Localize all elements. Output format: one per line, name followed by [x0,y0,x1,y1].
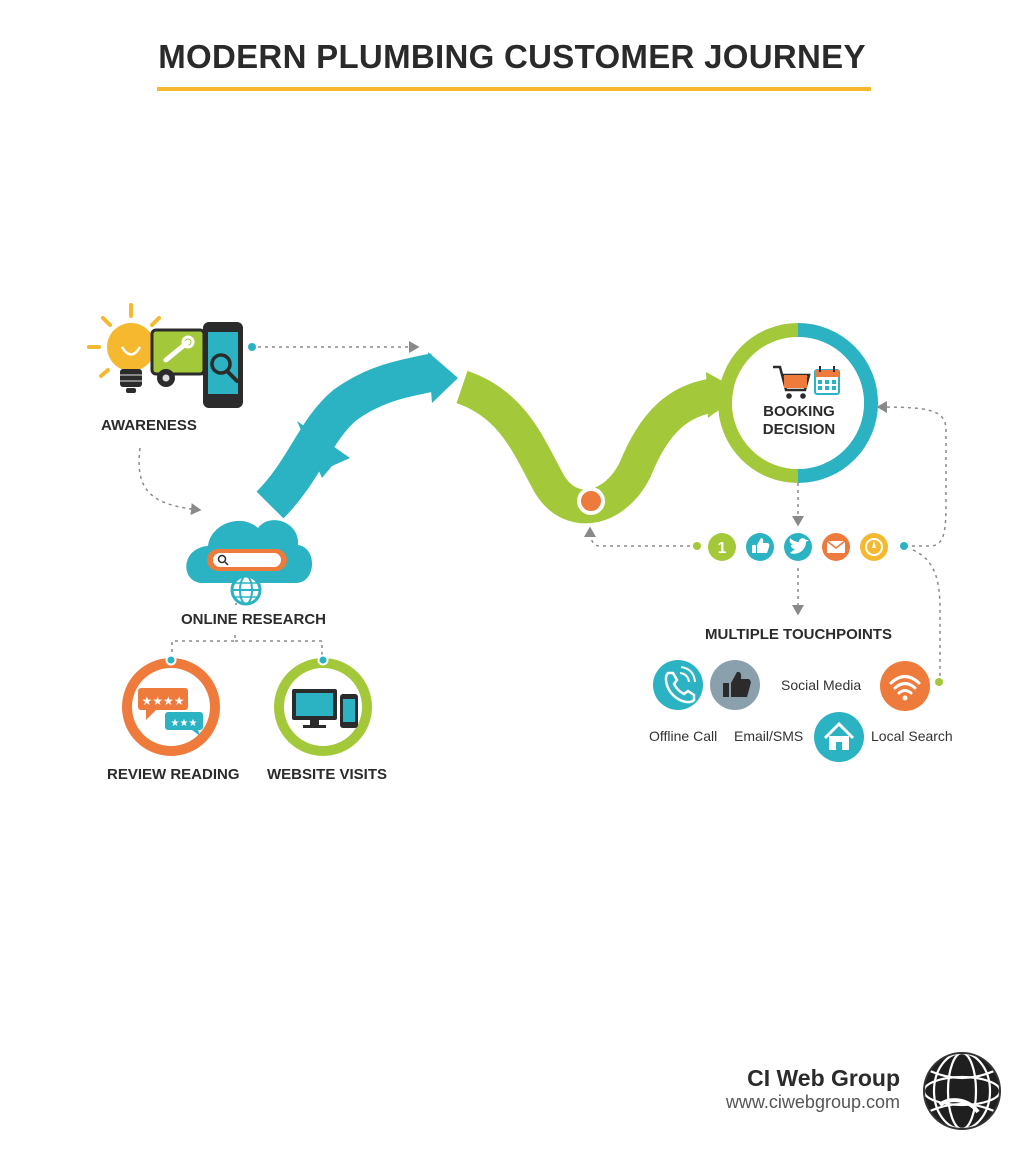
local-search-label: Local Search [871,728,953,744]
awareness-icon-group [87,303,243,408]
multiple-touchpoints-label: MULTIPLE TOUCHPOINTS [705,626,892,643]
shopping-cart-icon [773,365,811,399]
booking-decision-label: BOOKING DECISION [745,403,853,439]
twitter-bird-icon [784,533,812,561]
flow-arrow-teal [256,352,458,519]
website-visits-label: WEBSITE VISITS [267,766,388,783]
review-reading-label: REVIEW READING [107,766,240,783]
wifi-icon [880,661,930,711]
globe-logo-icon [922,1051,1002,1131]
lightbulb-icon [87,303,161,378]
website-visits-icon [274,654,372,756]
dotted-connectors [138,341,947,680]
junction-dot [577,487,605,515]
awareness-label: AWARENESS [101,417,197,434]
phone-call-icon [653,660,703,710]
svg-text:1: 1 [718,540,727,557]
page-title: MODERN PLUMBING CUSTOMER JOURNEY [158,38,866,75]
title-underline [157,87,871,91]
globe-icon [230,574,262,606]
svg-text:★★★: ★★★ [171,718,198,729]
booking-decision-label-line2: DECISION [762,421,836,438]
social-media-label: Social Media [781,677,862,693]
email-envelope-icon [822,533,850,561]
calendar-icon [814,366,840,395]
thumbs-up-icon [710,660,760,710]
thumbs-up-icon [746,533,774,561]
brand-url: www.ciwebgroup.com [725,1092,900,1112]
flow-arrow-green [455,370,742,524]
brand-name: CI Web Group [747,1065,900,1091]
online-research-label: ONLINE RESEARCH [181,611,327,628]
offline-call-label: Offline Call [649,728,718,744]
number-badge-icon [708,533,736,561]
review-reading-icon: ★★★★ ★★★ [122,654,220,756]
compass-icon [860,533,888,561]
svg-text:★★★★: ★★★★ [141,694,184,708]
touchpoint-bar: 1 [708,533,888,561]
cloud-search-icon [186,520,313,583]
smartphone-search-icon [203,322,243,408]
email-sms-label: Email/SMS [734,728,804,744]
booking-decision-label-line1: BOOKING [763,403,835,420]
house-icon [814,712,864,762]
